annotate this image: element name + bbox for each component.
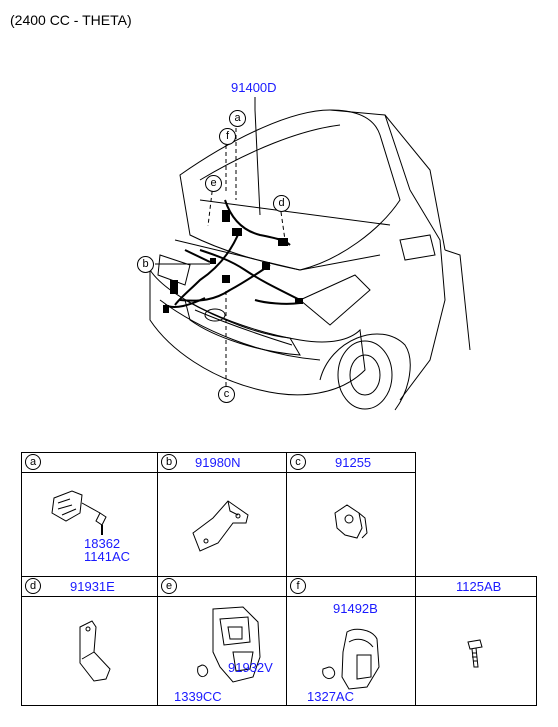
cell-letter: e (161, 578, 177, 594)
callout-a: a (229, 110, 246, 127)
cell-letter: d (25, 578, 41, 594)
parts-table: a 18362 1141AC b 91980N (21, 452, 537, 706)
cover-bracket-icon (322, 628, 380, 690)
part-cell-b: b 91980N (157, 452, 287, 577)
cell-header: 1125AB (416, 577, 536, 597)
callout-f: f (219, 128, 236, 145)
cell-letter: c (290, 454, 306, 470)
part-cell-e: e 91932V 1339CC (157, 576, 287, 706)
callout-d: d (273, 195, 290, 212)
part-label: 91932V (228, 660, 273, 675)
part-label: 1339CC (174, 689, 222, 704)
cell-header: f (287, 577, 415, 597)
part-label: 1327AC (307, 689, 354, 704)
sensor-bracket-icon (51, 490, 107, 535)
bolt-icon (467, 639, 483, 668)
part-cell-d: d 91931E (21, 576, 158, 706)
cell-header: c 91255 (287, 453, 415, 473)
part-cell-f: f 91492B 1327AC (286, 576, 416, 706)
part-label: 1141AC (84, 549, 131, 564)
cell-letter: f (290, 578, 306, 594)
bent-bracket-icon (192, 500, 249, 552)
main-part-number: 91400D (231, 80, 277, 95)
l-bracket-icon (79, 620, 111, 682)
part-label: 18362 (84, 536, 121, 551)
cell-header: d 91931E (22, 577, 157, 597)
relay-bracket-icon (197, 606, 261, 683)
cell-header: b 91980N (158, 453, 286, 473)
part-number: 91931E (70, 579, 115, 594)
part-cell-bolt: 1125AB (415, 576, 537, 706)
part-number: 91980N (195, 455, 241, 470)
callout-e: e (205, 175, 222, 192)
cell-header: e (158, 577, 286, 597)
part-cell-c: c 91255 (286, 452, 416, 577)
part-number: 91255 (335, 455, 372, 470)
cell-letter: a (25, 454, 41, 470)
part-number: 1125AB (456, 579, 502, 594)
callout-b: b (137, 256, 154, 273)
callout-c: c (218, 386, 235, 403)
part-label: 91492B (333, 601, 378, 616)
vehicle-diagram (149, 97, 471, 411)
cell-header: a (22, 453, 157, 473)
part-cell-a: a 18362 1141AC (21, 452, 158, 577)
cell-letter: b (161, 454, 177, 470)
page-title: (2400 CC - THETA) (10, 12, 132, 28)
clip-icon (334, 504, 368, 539)
